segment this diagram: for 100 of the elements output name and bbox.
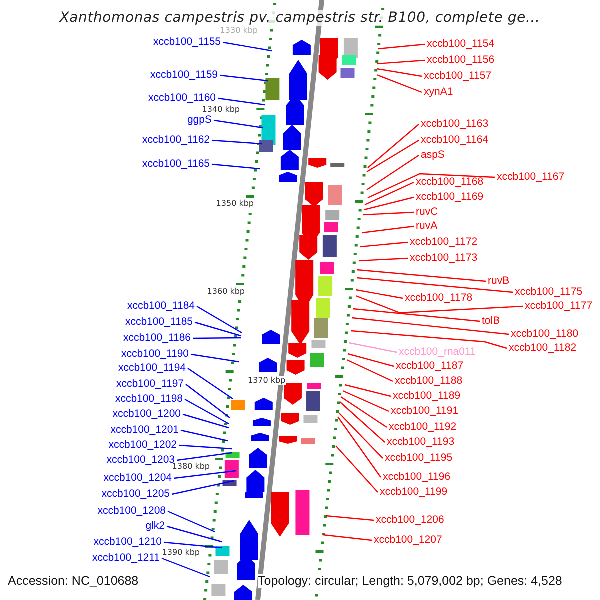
leader-line (188, 368, 234, 400)
gene-label: ggpS (187, 114, 212, 127)
leader-line (342, 390, 390, 412)
gene-label: xccb100_1201 (110, 424, 179, 437)
gene-label: xccb100_1202 (108, 439, 177, 452)
leader-line (326, 515, 374, 522)
leader-line (322, 534, 372, 542)
leader-line (212, 140, 262, 145)
leader-line (376, 68, 422, 78)
leader-line (352, 317, 510, 336)
leader-line (366, 140, 420, 173)
scale-label: 1360 kbp (207, 287, 245, 296)
gene-label: xccb100_1165 (142, 158, 210, 171)
gene-label: xccb100_1169 (416, 191, 484, 204)
gene-label: xccb100_1189 (393, 390, 461, 403)
scale-label: 1380 kbp (172, 462, 210, 471)
gene-label: xccb100_1154 (427, 38, 495, 51)
gene-label: ruvC (416, 206, 438, 219)
gene-label: xccb100_1178 (405, 292, 473, 305)
gene-label: xccb100_1204 (104, 472, 172, 485)
leader-line (352, 308, 480, 322)
gene-label: xccb100_1194 (118, 362, 186, 375)
leader-line (340, 396, 388, 428)
leader-line (220, 74, 268, 82)
leader-line (164, 542, 222, 549)
gene-label: xccb100_1203 (106, 454, 175, 467)
gene-label: xccb100_1200 (112, 408, 181, 421)
leader-line (366, 155, 420, 190)
leader-line (368, 173, 496, 199)
leader-line (196, 306, 242, 334)
leader-line (348, 353, 394, 368)
leader-line (348, 342, 398, 354)
leader-line (362, 212, 414, 216)
leader-line (162, 558, 210, 578)
leader-line (336, 446, 378, 493)
gene-label: xccb100_1207 (374, 534, 442, 547)
leader-line (338, 412, 384, 459)
leader-line (194, 322, 242, 337)
gene-label: xccb100_1157 (424, 70, 492, 83)
leader-line (358, 258, 408, 262)
leader-line (193, 337, 241, 340)
leader-line (356, 289, 404, 300)
leader-line (178, 444, 232, 450)
gene-label: xccb100_1155 (153, 36, 221, 49)
gene-label: xccb100_1168 (416, 176, 484, 189)
leader-line (176, 452, 232, 462)
gene-label: xccb100_1205 (102, 488, 170, 501)
gene-label: glk2 (146, 520, 165, 533)
gene-label: xccb100_1172 (410, 236, 478, 249)
gene-label: xccb100_1211 (92, 552, 160, 565)
gene-label: tolB (482, 315, 500, 328)
gene-label: xccb100_1156 (427, 54, 495, 67)
leader-line (346, 359, 394, 382)
gene-label: xccb100_1190 (121, 348, 189, 361)
leader-line (218, 98, 266, 106)
gene-label: xccb100_1167 (497, 171, 565, 184)
scale-label: 1390 kbp (162, 548, 200, 557)
gene-label: xccb100_1193 (387, 436, 455, 449)
gene-label: xccb100_1160 (148, 92, 216, 105)
gene-label: xccb100_1196 (383, 471, 451, 484)
gene-label: xynA1 (424, 86, 454, 99)
gene-label: aspS (421, 149, 445, 162)
gene-label: ruvB (488, 275, 510, 288)
leader-line (174, 470, 236, 480)
gene-label: xccb100_1175 (515, 286, 583, 299)
gene-label: xccb100_1162 (142, 134, 210, 147)
gene-label: xccb100_1188 (395, 375, 463, 388)
gene-label: xccb100_1210 (94, 536, 162, 549)
gene-label: xccb100_1186 (123, 332, 191, 345)
leader-line (190, 354, 240, 363)
leader-line (356, 269, 486, 282)
gene-label: ruvA (416, 220, 438, 233)
leader-line (172, 480, 234, 496)
scale-label: 1370 kbp (248, 376, 286, 385)
gene-label: xccb100_rna011 (399, 346, 476, 359)
gene-label: xccb100_1159 (150, 69, 218, 82)
gene-label: xccb100_1195 (385, 452, 453, 465)
leader-line (360, 242, 408, 248)
gene-label: xccb100_1163 (421, 118, 489, 131)
gene-label: xccb100_1191 (391, 405, 459, 418)
leader-line (356, 277, 514, 294)
leader-line (340, 402, 386, 443)
leader-line (364, 196, 414, 211)
leader-line (214, 120, 264, 129)
gene-label: xccb100_1164 (421, 134, 489, 147)
gene-label: xccb100_1177 (525, 300, 593, 313)
leader-line (378, 44, 426, 50)
gene-label: xccb100_1185 (125, 316, 193, 329)
gene-label: xccb100_1182 (509, 342, 577, 355)
gene-label: xccb100_1180 (511, 328, 579, 341)
leader-line (344, 384, 392, 398)
scale-label: 1350 kbp (216, 199, 254, 208)
leader-line (350, 330, 508, 350)
leader-line (356, 295, 524, 314)
leader-line (338, 416, 382, 478)
leader-line (182, 414, 230, 429)
leader-line (364, 182, 414, 206)
leader-line (166, 526, 222, 543)
leader-line (168, 510, 216, 533)
leader-line (212, 164, 260, 170)
